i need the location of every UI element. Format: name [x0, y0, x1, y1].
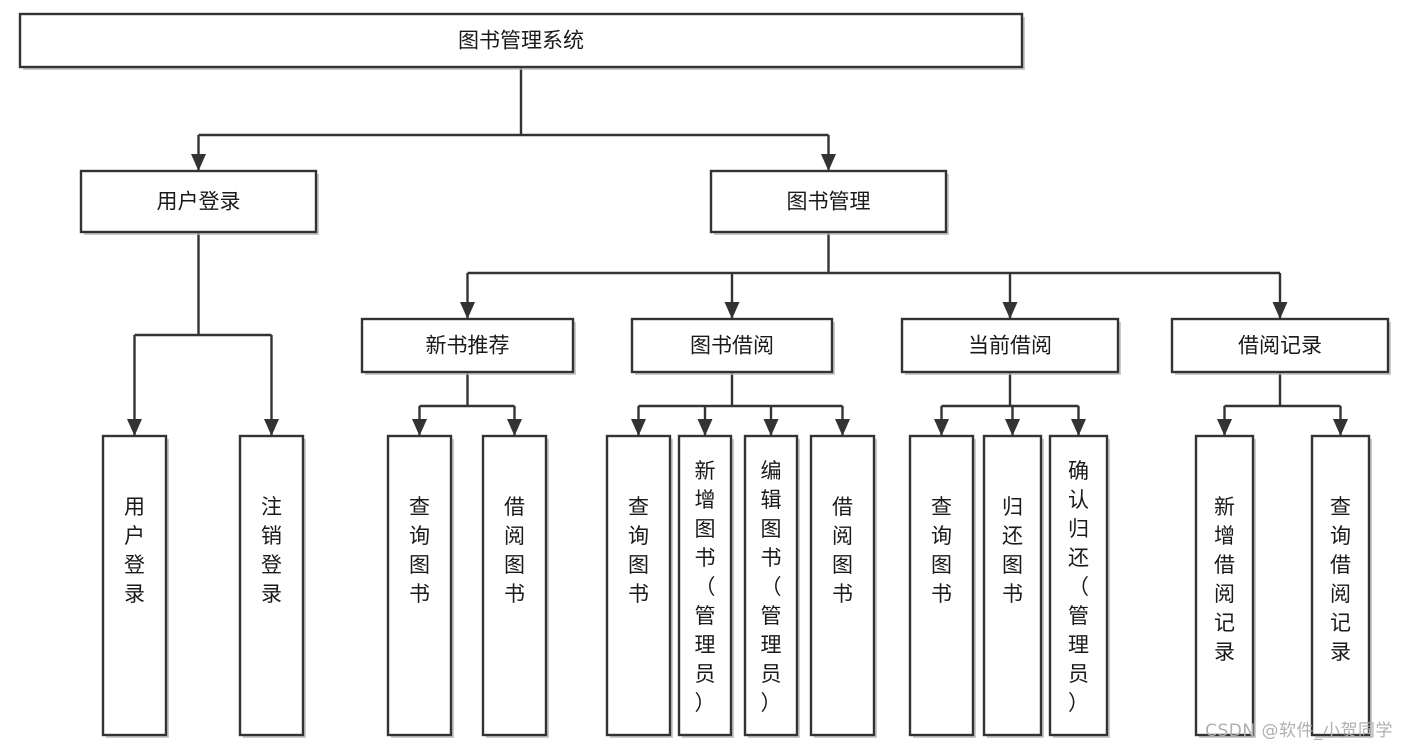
node-用户登录[interactable]: 用户登录 [79, 169, 319, 235]
node-借阅图书[interactable]: 借阅图书 [809, 434, 877, 738]
node-查询图书[interactable]: 查询图书 [605, 434, 673, 738]
arrow-head-icon [821, 154, 836, 171]
node-当前借阅[interactable]: 当前借阅 [900, 317, 1121, 375]
box-outline [709, 169, 948, 234]
box-outline [79, 169, 318, 234]
box-outline [18, 12, 1024, 69]
arrow-head-icon [763, 419, 779, 436]
box-outline [630, 317, 834, 374]
node-label: 借阅图书 [832, 495, 853, 606]
node-label: 查询图书 [628, 495, 649, 606]
node-确认归还管理员[interactable]: 确认归还（管理员） [1048, 434, 1110, 738]
node-label: 用户登录 [157, 190, 241, 214]
node-查询图书[interactable]: 查询图书 [908, 434, 976, 738]
node-图书管理系统[interactable]: 图书管理系统 [18, 12, 1025, 70]
node-label: 新增图书（管理员） [695, 459, 716, 715]
box-outline [101, 434, 168, 737]
node-label: 用户登录 [124, 495, 145, 606]
arrow-head-icon [934, 419, 949, 436]
node-图书借阅[interactable]: 图书借阅 [630, 317, 835, 375]
box-outline [982, 434, 1043, 737]
node-注销登录[interactable]: 注销登录 [238, 434, 306, 738]
box-outline [1048, 434, 1109, 737]
arrow-head-icon [412, 419, 427, 436]
node-label: 确认归还（管理员） [1068, 459, 1089, 715]
box-outline [386, 434, 453, 737]
arrow-head-icon [1217, 419, 1232, 436]
arrow-head-icon [631, 419, 646, 436]
arrow-head-icon [697, 419, 713, 436]
arrow-head-icon [1005, 419, 1020, 436]
arrow-head-icon [835, 419, 850, 436]
box-outline [1194, 434, 1255, 737]
node-label: 图书管理 [787, 190, 871, 214]
box-outline [360, 317, 575, 374]
connector-layer [127, 67, 1348, 436]
node-查询图书[interactable]: 查询图书 [386, 434, 454, 738]
node-label: 借阅记录 [1238, 334, 1322, 358]
node-label: 新增借阅记录 [1214, 495, 1235, 664]
node-label: 注销登录 [261, 495, 282, 606]
node-label: 查询借阅记录 [1330, 495, 1351, 664]
node-label: 查询图书 [409, 495, 430, 606]
box-outline [809, 434, 876, 737]
node-新书推荐[interactable]: 新书推荐 [360, 317, 576, 375]
arrow-head-icon [1333, 419, 1348, 436]
arrow-head-icon [1272, 302, 1288, 319]
box-outline [1170, 317, 1390, 374]
node-label: 新书推荐 [426, 334, 510, 358]
node-label: 图书管理系统 [458, 29, 584, 53]
arrow-head-icon [724, 302, 740, 319]
node-label: 借阅图书 [504, 495, 525, 606]
arrow-head-icon [460, 302, 475, 319]
node-图书管理[interactable]: 图书管理 [709, 169, 949, 235]
node-归还图书[interactable]: 归还图书 [982, 434, 1044, 738]
box-outline [900, 317, 1120, 374]
node-label: 编辑图书（管理员） [761, 459, 782, 715]
arrow-head-icon [264, 419, 279, 436]
node-查询借阅记录[interactable]: 查询借阅记录 [1310, 434, 1372, 738]
box-outline [238, 434, 305, 737]
box-outline [481, 434, 548, 737]
node-新增借阅记录[interactable]: 新增借阅记录 [1194, 434, 1256, 738]
csdn-watermark: CSDN @软件_小贺同学 [1205, 721, 1393, 741]
node-label: 归还图书 [1002, 495, 1023, 606]
box-outline [1310, 434, 1371, 737]
node-新增图书管理员[interactable]: 新增图书（管理员） [677, 434, 734, 738]
arrow-head-icon [1002, 302, 1018, 319]
box-outline [743, 434, 799, 737]
arrow-head-icon [507, 419, 522, 436]
box-outline [605, 434, 672, 737]
box-outline [908, 434, 975, 737]
node-用户登录[interactable]: 用户登录 [101, 434, 169, 738]
node-编辑图书管理员[interactable]: 编辑图书（管理员） [743, 434, 800, 738]
node-label: 查询图书 [931, 495, 952, 606]
arrow-head-icon [191, 154, 206, 171]
arrow-head-icon [1071, 419, 1086, 436]
node-借阅图书[interactable]: 借阅图书 [481, 434, 549, 738]
node-借阅记录[interactable]: 借阅记录 [1170, 317, 1391, 375]
node-label: 当前借阅 [968, 334, 1052, 358]
box-outline [677, 434, 733, 737]
arrow-head-icon [127, 419, 142, 436]
node-layer: 图书管理系统用户登录用户登录注销登录图书管理新书推荐查询图书借阅图书图书借阅查询… [18, 12, 1391, 738]
node-label: 图书借阅 [690, 334, 774, 358]
